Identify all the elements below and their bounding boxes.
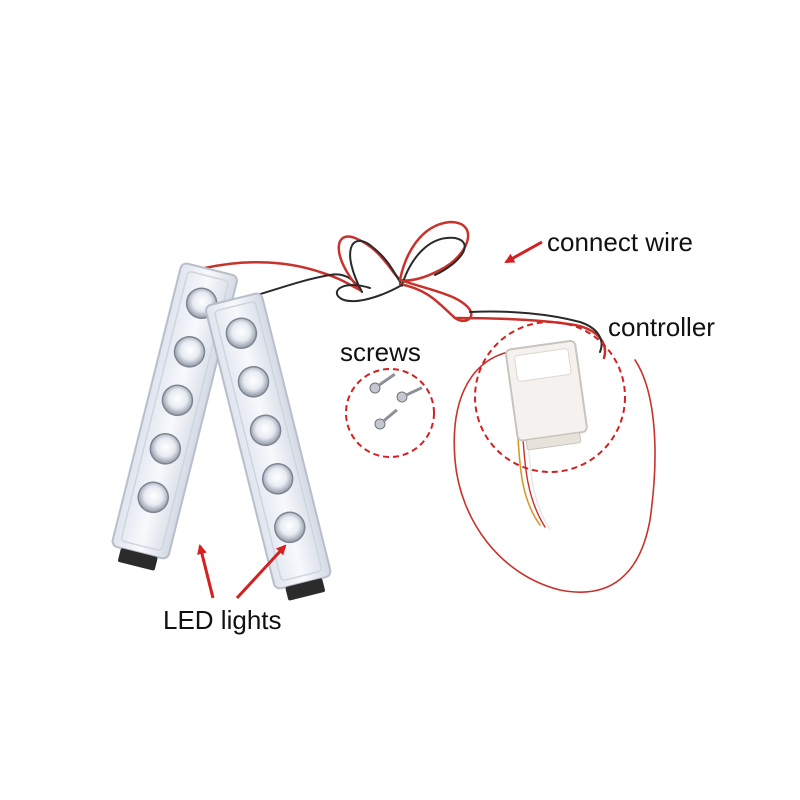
led-light-bar-right — [205, 292, 332, 601]
mounting-bracket — [118, 548, 158, 571]
mounting-bracket — [285, 578, 325, 601]
controller-box — [505, 339, 588, 451]
led-lights-arrow-left — [197, 544, 215, 599]
connect-wire-arrow — [504, 240, 543, 264]
controller-label: controller — [608, 312, 715, 342]
led-bulb — [173, 336, 206, 368]
screws-highlight-circle — [345, 368, 435, 458]
screws-label: screws — [340, 337, 421, 367]
led-bulb — [225, 317, 258, 350]
led-bulb — [137, 481, 169, 514]
screws — [369, 373, 423, 430]
led-bulb — [149, 433, 182, 465]
led-lights-label: LED lights — [163, 605, 282, 635]
led-lights-arrow-right — [235, 544, 287, 600]
led-bulb — [237, 366, 270, 398]
controller-highlight-circle — [474, 321, 626, 473]
led-light-bar-left — [111, 262, 238, 571]
led-bulb — [274, 511, 306, 544]
connect-wire-label: connect wire — [547, 227, 693, 257]
led-bulb — [249, 414, 282, 447]
led-bulb — [261, 463, 294, 495]
led-bulb — [161, 384, 194, 417]
